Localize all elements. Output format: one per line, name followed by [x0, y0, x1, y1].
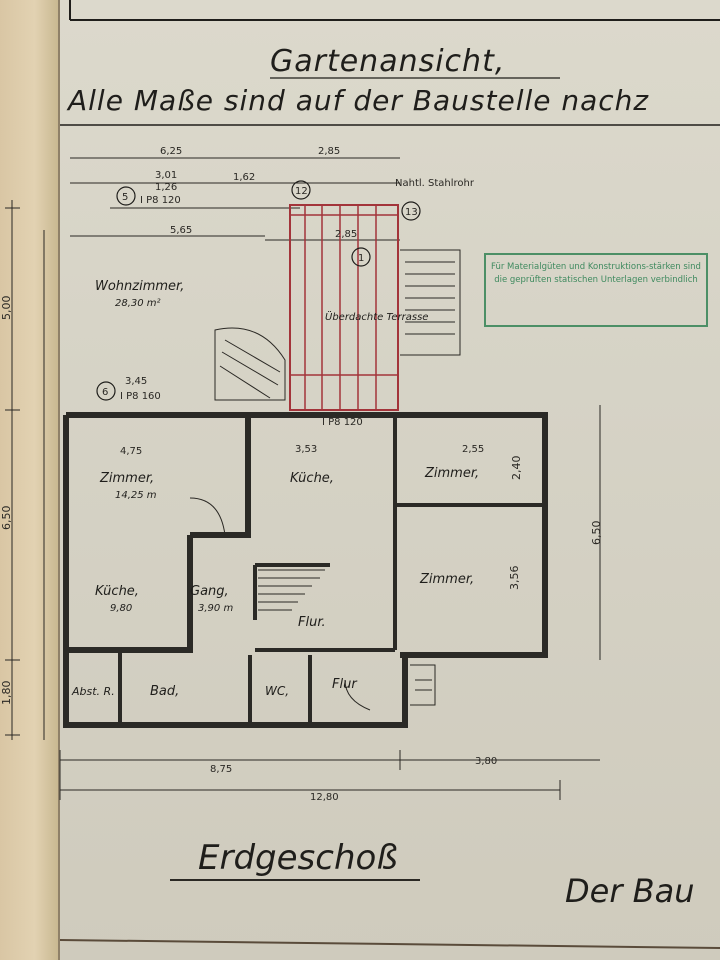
dim-top-4: 1,62: [233, 172, 255, 183]
dim-bottom-2: 12,80: [310, 792, 339, 803]
view-title: Gartenansicht,: [270, 44, 506, 79]
room-wc: WC,: [265, 684, 289, 698]
dim-mid-4: 2,40: [510, 456, 523, 481]
stairs-upper: [214, 249, 461, 401]
room-flur-entry: Flur: [332, 677, 358, 692]
steel-note: Nahtl. Stahlrohr: [395, 178, 475, 189]
sheet-fold: [59, 939, 720, 949]
beam-label-2: I P8 120: [322, 417, 363, 428]
dim-top-6: 2,85: [335, 229, 357, 240]
dim-top-1: 2,85: [318, 146, 340, 157]
elevation-edge: [60, 0, 720, 126]
dim-left-0: 5,00: [0, 296, 13, 321]
dim-mid-3: 2,55: [462, 444, 484, 455]
dim-top-5: 5,65: [170, 225, 192, 236]
entry-door-swing: [344, 679, 371, 711]
marker-13: 13: [405, 207, 418, 218]
room-terrasse: Überdachte Terrasse: [325, 310, 428, 323]
dimension-note: Alle Maße sind auf der Baustelle nachz: [68, 84, 650, 117]
room-zimmer-right-top: Zimmer,: [424, 466, 479, 481]
dim-mid-5: 3,56: [508, 566, 521, 591]
dim-mid-1: 4,75: [120, 446, 142, 457]
room-flur-center: Flur.: [298, 615, 326, 630]
dim-top-0: 6,25: [160, 146, 182, 157]
room-zimmer-right: Zimmer,: [419, 572, 474, 587]
marker-6: 6: [102, 387, 108, 398]
dim-left-2: 1,80: [0, 681, 13, 706]
room-zimmer-left-area: 14,25 m: [115, 490, 157, 501]
floor-label: Erdgeschoß: [198, 838, 398, 878]
dim-top-3: 1,26: [155, 182, 177, 193]
bottom-dimension-lines: [59, 405, 601, 881]
dim-top-2: 3,01: [155, 170, 177, 181]
stairs-inner: [258, 569, 436, 706]
room-gang-area: 3,90 m: [198, 603, 233, 614]
room-kueche-left: Küche,: [95, 584, 139, 599]
room-wohnzimmer: Wohnzimmer,: [95, 279, 184, 294]
bau-label: Der Bau: [565, 872, 695, 910]
room-zimmer-left: Zimmer,: [99, 471, 154, 486]
marker-1: 1: [358, 253, 364, 264]
binding-strip: [0, 0, 60, 960]
terrace-hatch: [289, 204, 399, 411]
room-bad: Bad,: [150, 684, 179, 699]
door-swing: [189, 497, 226, 536]
beam-label-1: I P8 160: [120, 391, 161, 402]
marker-circles: [96, 180, 421, 401]
dim-mid-0: 3,45: [125, 376, 147, 387]
room-wohnzimmer-area: 28,30 m²: [115, 298, 161, 309]
beam-label-0: I P8 120: [140, 195, 181, 206]
approval-stamp: Für Materialgüten und Konstruktions-stär…: [484, 253, 708, 327]
left-dimension-lines: [5, 200, 45, 740]
room-gang: Gang,: [190, 584, 229, 599]
marker-5: 5: [122, 192, 128, 203]
room-abst-r: Abst. R.: [71, 685, 115, 698]
dim-mid-2: 3,53: [295, 444, 317, 455]
marker-12: 12: [295, 186, 308, 197]
inner-walls: [118, 415, 545, 725]
room-kueche-center: Küche,: [290, 471, 334, 486]
dim-left-1: 6,50: [0, 506, 13, 531]
room-kueche-left-area: 9,80: [110, 603, 132, 614]
dim-right-0: 6,50: [590, 521, 603, 546]
top-dimension-lines: [70, 157, 400, 241]
dim-bottom-1: 3,80: [475, 756, 497, 767]
dim-bottom-0: 8,75: [210, 764, 232, 775]
